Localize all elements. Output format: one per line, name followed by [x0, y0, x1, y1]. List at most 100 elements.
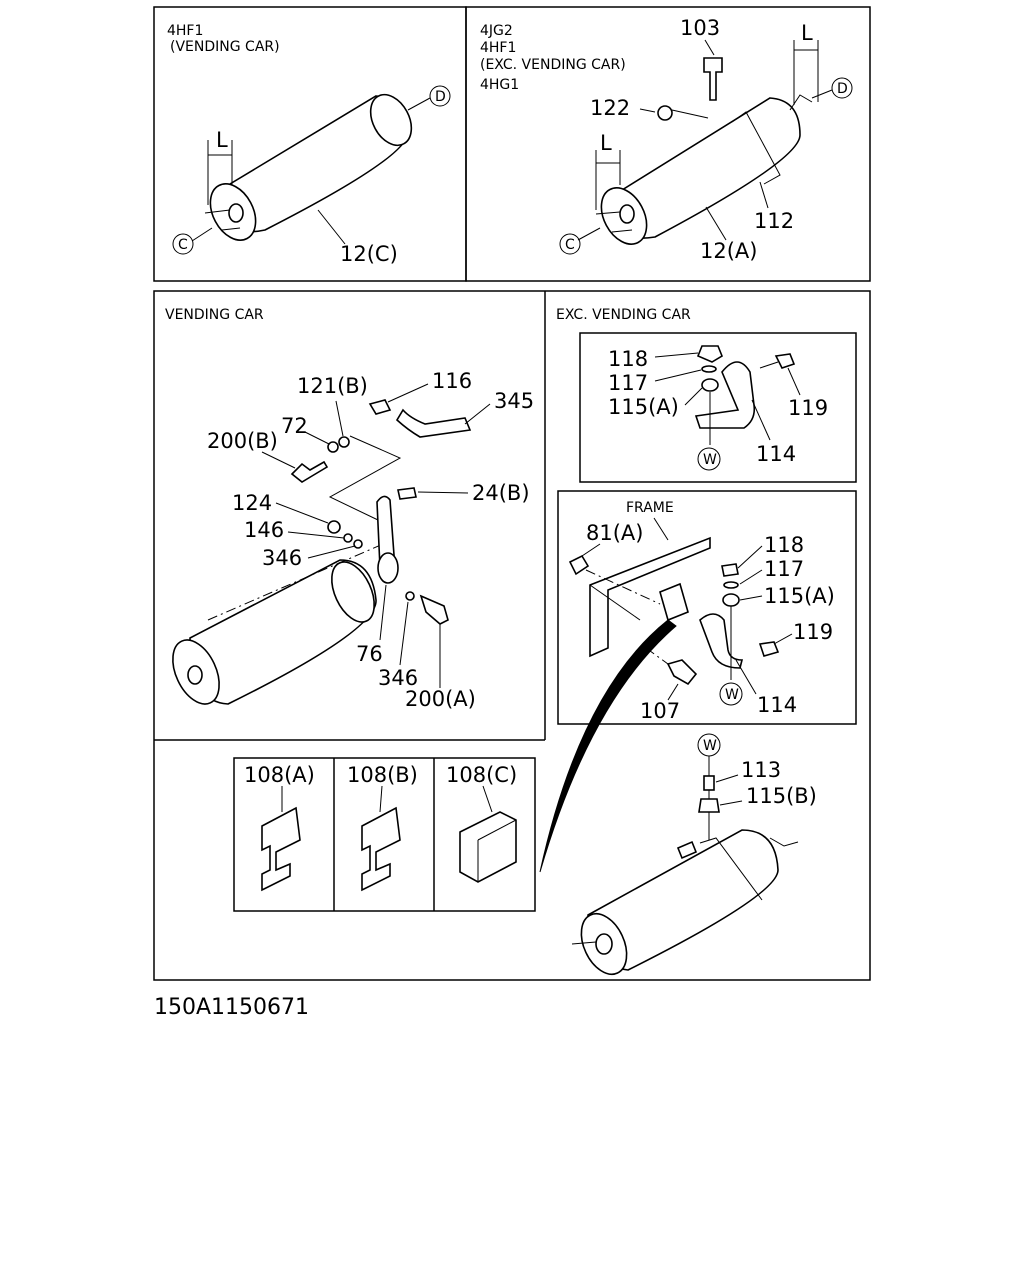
part-119-label: 119 [788, 396, 828, 420]
washer-121b [338, 436, 350, 448]
part-346-top-label: 346 [262, 546, 302, 570]
muffler-vending [172, 543, 384, 705]
panel-4hf1-vending-car: 4HF1 (VENDING CAR) D C L 12(C) [153, 6, 467, 282]
panel-vending-car: VENDING CAR 121(B) 116 345 72 200(B) [165, 307, 534, 711]
callout-circle-d [429, 85, 451, 107]
bracket-108c [459, 811, 517, 883]
muffler-12a-bottom [571, 829, 799, 976]
part-115a-label: 115(A) [608, 395, 679, 419]
callout-c: C [565, 237, 575, 253]
panel-title-line1: 4HF1 [167, 23, 203, 39]
part-115b-label: 115(B) [746, 784, 817, 808]
pin-24b [397, 487, 417, 500]
rubber-115a [722, 593, 740, 607]
panel-title: EXC. VENDING CAR [556, 307, 691, 323]
part-122-label: 122 [590, 96, 630, 120]
part-115a-label: 115(A) [764, 584, 835, 608]
callout-w: W [725, 687, 739, 703]
bracket-345 [395, 408, 472, 438]
part-107-label: 107 [640, 699, 680, 723]
part-116-label: 116 [432, 369, 472, 393]
bracket-114 [694, 361, 756, 429]
bolt-200b [290, 460, 329, 483]
dimension-l: L [216, 128, 228, 152]
part-117-label: 117 [764, 557, 804, 581]
panel-exc-vending-car: EXC. VENDING CAR W 118 117 115(A) 119 11… [539, 307, 857, 873]
nut-119 [758, 641, 780, 657]
callout-circle-w [719, 682, 743, 706]
bracket-114 [699, 613, 744, 669]
part-200a-label: 200(A) [405, 687, 476, 711]
nut-81a [568, 554, 590, 576]
callout-c: C [178, 237, 188, 253]
bracket-108b [361, 806, 401, 892]
callout-w: W [703, 738, 717, 754]
callout-circle-d [831, 77, 853, 99]
part-118-label: 118 [608, 347, 648, 371]
frame-bracket [659, 582, 689, 622]
panel-4jg2-4hf1-4hg1: 4JG2 4HF1 (EXC. VENDING CAR) 4HG1 103 12… [465, 6, 871, 282]
part-103-label: 103 [680, 16, 720, 40]
callout-circle-c [559, 233, 581, 255]
washer-117 [701, 365, 717, 373]
panel-title-line4: 4HG1 [480, 77, 519, 93]
muffler-12a [595, 94, 813, 245]
part-118-label: 118 [764, 533, 804, 557]
bolt-103 [703, 57, 723, 101]
lower-section-frame [153, 290, 871, 981]
pointer-wedge [539, 619, 677, 873]
panel-brackets-108: 108(A) 108(B) 108(C) [233, 757, 536, 912]
part-76-label: 76 [356, 642, 383, 666]
rubber-115b [698, 798, 720, 813]
nut-118 [721, 563, 739, 577]
inset-frame [579, 332, 857, 483]
part-113-label: 113 [741, 758, 781, 782]
part-119-label: 119 [793, 620, 833, 644]
part-114-label: 114 [757, 693, 797, 717]
washer-117 [723, 581, 739, 589]
dimension-l-right: L [801, 21, 813, 45]
frame-label: FRAME [626, 500, 674, 516]
bolt-107 [666, 659, 698, 686]
bolt-200a [419, 594, 449, 625]
inset-lower: FRAME W 81(A) 118 117 115(A) 1 [557, 490, 857, 725]
part-112-label: 112 [754, 209, 794, 233]
panel-bottom-right-muffler: W 113 115(B) [571, 733, 817, 976]
panel-frame [465, 6, 871, 282]
part-81a-label: 81(A) [586, 521, 643, 545]
part-346-bottom-label: 346 [378, 666, 418, 690]
panel-title-line2: (VENDING CAR) [170, 39, 280, 55]
washer-72 [327, 441, 339, 453]
part-114-label: 114 [756, 442, 796, 466]
bracket-108c-label: 108(C) [446, 763, 517, 787]
washer-346-bottom [405, 591, 415, 601]
panel-frame [233, 757, 536, 912]
washer-146 [343, 533, 353, 543]
nut-122 [657, 105, 673, 121]
dimension-l-left: L [600, 131, 612, 155]
part-146-label: 146 [244, 518, 284, 542]
inset-upper: W 118 117 115(A) 119 114 [579, 332, 857, 483]
panel-title-line1: 4JG2 [480, 23, 513, 39]
callout-circle-w [697, 447, 721, 471]
nut-118 [696, 345, 723, 363]
part-200b-label: 200(B) [207, 429, 278, 453]
callout-d: D [837, 81, 848, 97]
diagram-code: 150A1150671 [154, 995, 309, 1020]
callout-circle-c [172, 233, 194, 255]
part-124-label: 124 [232, 491, 272, 515]
frame-rail [589, 536, 711, 658]
part-12a-label: 12(A) [700, 239, 757, 263]
part-72-label: 72 [281, 414, 308, 438]
nut-119 [774, 353, 796, 369]
nut-124 [327, 520, 341, 534]
callout-w: W [703, 452, 717, 468]
part-12c-label: 12(C) [340, 242, 398, 266]
inset-frame [557, 490, 857, 725]
part-121b-label: 121(B) [297, 374, 368, 398]
panel-title-line3: (EXC. VENDING CAR) [480, 57, 626, 73]
collar-113 [703, 775, 715, 791]
washer-346-top [353, 539, 363, 549]
part-24b-label: 24(B) [472, 481, 530, 505]
